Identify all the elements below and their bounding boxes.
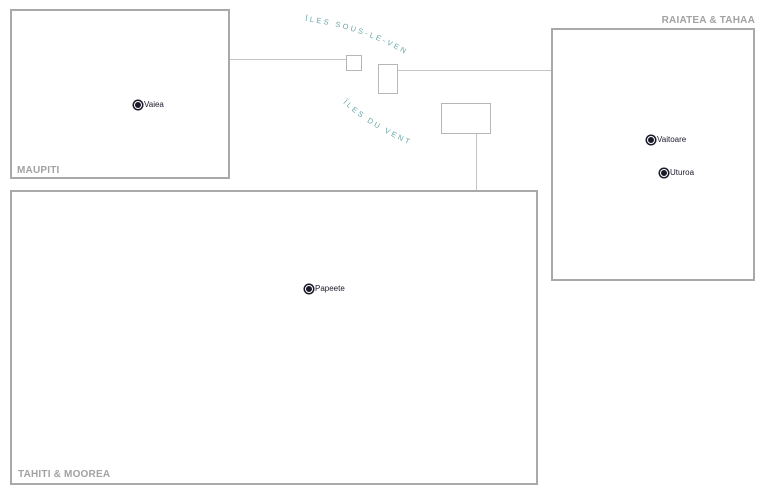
archipelago-label-windward: ÎLES DU VENT <box>341 97 411 147</box>
inset-label-maupiti: MAUPITI <box>17 165 60 176</box>
inset-label-tahiti-moorea: TAHITI & MOOREA <box>18 469 111 480</box>
town-vaitoare[interactable]: Vaitoare <box>647 135 686 144</box>
town-marker-icon <box>305 284 313 293</box>
town-marker-icon <box>660 168 668 177</box>
connector-line-raiatea <box>397 70 552 71</box>
town-label-papeete: Papeete <box>315 284 345 293</box>
inset-label-raiatea-tahaa: RAIATEA & TAHAA <box>661 15 755 26</box>
town-marker-icon <box>647 135 655 144</box>
inset-map-tahiti-moorea[interactable]: Papeete TAHITI & MOOREA <box>10 190 538 485</box>
town-marker-icon <box>134 100 142 109</box>
locator-box-maupiti[interactable] <box>346 55 362 71</box>
locator-box-raiatea-tahaa[interactable] <box>378 64 398 94</box>
inset-map-raiatea-tahaa[interactable]: Vaitoare Uturoa <box>551 28 755 281</box>
connector-line-maupiti <box>229 59 346 60</box>
svg-text:ÎLES DU VENT: ÎLES DU VENT <box>341 97 414 147</box>
connector-line-tahiti <box>476 133 477 191</box>
town-uturoa[interactable]: Uturoa <box>660 168 694 177</box>
town-papeete[interactable]: Papeete <box>305 284 345 293</box>
town-label-uturoa: Uturoa <box>670 168 695 177</box>
locator-box-tahiti-moorea[interactable] <box>441 103 491 134</box>
town-label-vaiea: Vaiea <box>144 100 164 109</box>
inset-map-maupiti[interactable]: Vaiea MAUPITI <box>10 9 230 179</box>
town-vaiea[interactable]: Vaiea <box>134 100 164 109</box>
town-label-vaitoare: Vaitoare <box>657 135 687 144</box>
